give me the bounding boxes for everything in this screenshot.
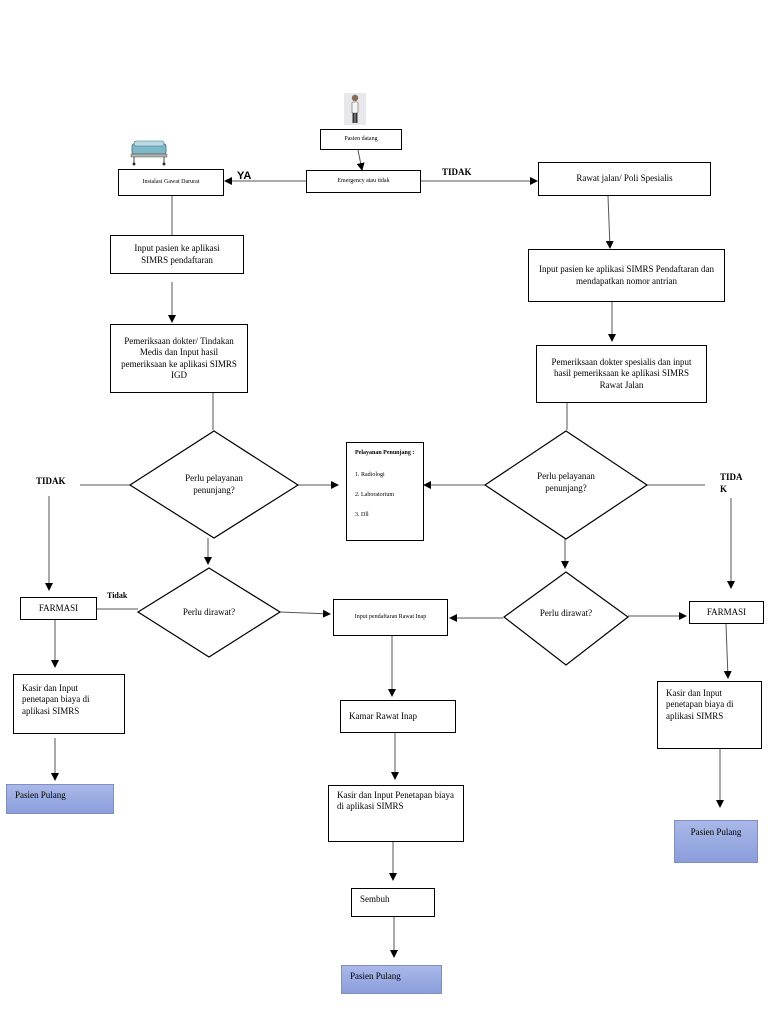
penunjang-item-3: 3. Dll	[355, 512, 369, 519]
person-icon	[344, 93, 366, 125]
pasien-pulang-left: Pasien Pulang	[6, 784, 114, 814]
penunjang-item-1: 1. Radiologi	[355, 472, 385, 479]
label-ya: YA	[237, 170, 252, 182]
label-tidak-top: TIDAK	[442, 167, 472, 177]
penunjang-item-2: 2. Laboratorium	[355, 492, 394, 499]
kasir-left-box: Kasir dan Input penetapan biaya di aplik…	[13, 674, 125, 734]
farmasi-right-box: FARMASI	[689, 601, 764, 624]
dirawat-left-text: Perlu dirawat?	[182, 607, 236, 618]
input-left-box: Input pasien ke aplikasi SIMRS pendaftar…	[110, 235, 244, 274]
igd-box: Instalasi Gawat Darurat	[118, 169, 224, 196]
decision-penunjang-left	[128, 430, 300, 539]
rawat-jalan-box: Rawat jalan/ Poli Spesialis	[538, 162, 711, 196]
decision-penunjang-right	[483, 430, 649, 540]
sembuh-box: Sembuh	[351, 888, 435, 917]
input-right-box: Input pasien ke aplikasi SIMRS Pendaftar…	[528, 249, 725, 302]
label-tidak-left: TIDAK	[36, 476, 66, 486]
farmasi-left-box: FARMASI	[20, 597, 97, 620]
pasien-pulang-right: Pasien Pulang	[674, 820, 758, 863]
emergency-decision-box: Emergency atau tidak	[306, 170, 421, 193]
start-box: Pasien datang	[320, 129, 402, 150]
pasien-pulang-center: Pasien Pulang	[341, 965, 442, 994]
dirawat-right-text: Perlu dirawat?	[539, 608, 593, 619]
decision-dirawat-right	[502, 571, 630, 666]
penunjang-left-text: Perlu pelayanan penunjang?	[185, 473, 243, 495]
pemeriksaan-left-box: Pemeriksaan dokter/ Tindakan Medis dan I…	[110, 324, 248, 393]
label-tidak-right: TIDA K	[720, 472, 743, 494]
pemeriksaan-right-box: Pemeriksaan dokter spesialis dan input h…	[536, 345, 707, 403]
kasir-center-box: Kasir dan Input Penetapan biaya di aplik…	[328, 785, 464, 842]
hospital-bed-icon	[130, 138, 170, 166]
penunjang-right-text: Perlu pelayanan penunjang?	[537, 471, 595, 493]
input-rawat-inap-box: Input pendaftaran Rawat Inap	[333, 599, 448, 636]
decision-dirawat-left	[136, 567, 282, 658]
kasir-right-box: Kasir dan Input penetapan biaya di aplik…	[657, 681, 762, 749]
penunjang-box: Pelayanan Penunjang : 1. Radiologi 2. La…	[346, 442, 424, 541]
penunjang-title: Pelayanan Penunjang :	[355, 450, 415, 456]
kamar-rawat-inap-box: Kamar Rawat Inap	[340, 700, 456, 733]
label-tidak-small: Tidak	[107, 591, 128, 600]
